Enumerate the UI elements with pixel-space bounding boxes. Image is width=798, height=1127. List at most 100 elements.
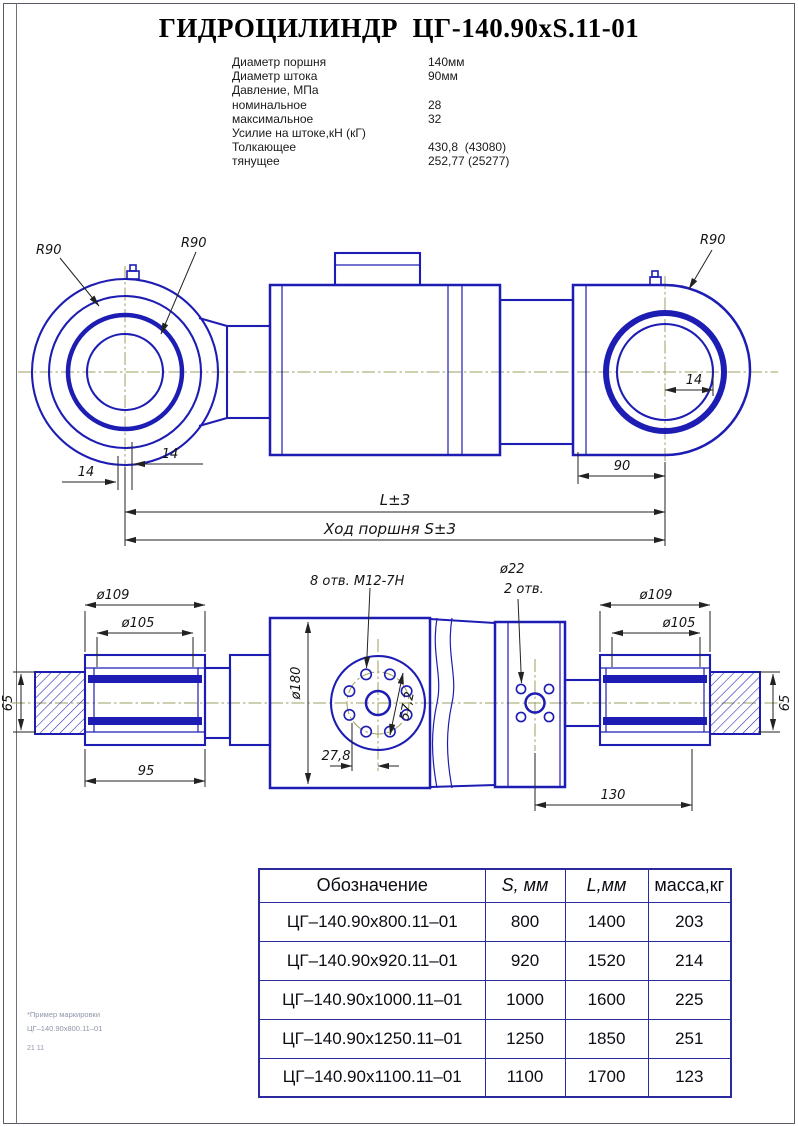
dimensions-bottom-view: 65 ø109 ø105 ø180 8 отв. М12-7Н 57,2 27,… (1, 562, 793, 811)
dim-57-2: 57,2 (397, 691, 418, 722)
spec-label: тянущее (232, 154, 280, 169)
port-block (333, 251, 422, 287)
cell-length: 1400 (564, 901, 649, 942)
dim-95: 95 (138, 764, 155, 779)
size-table: Обозначение S, мм L,мм масса,кг ЦГ–140.9… (258, 868, 732, 1098)
note-line-3: 21 11 (27, 1044, 44, 1052)
rod-shaft-right (709, 671, 761, 735)
dim-14-mid: 14 (162, 447, 179, 462)
spec-value: 140мм (428, 55, 465, 69)
label-port-holes: 2 отв. (504, 582, 544, 597)
spec-list: Диаметр поршня 140мм Диаметр штока 90мм Да… (232, 55, 509, 169)
spec-label: Давление, МПа (232, 83, 319, 98)
cell-length: 1700 (564, 1057, 649, 1098)
spec-row: номинальное 28 (232, 98, 509, 112)
cell-designation: ЦГ–140.90х920.11–01 (258, 940, 486, 981)
cylinder-section-view: 65 ø109 ø105 ø180 8 отв. М12-7Н 57,2 27,… (1, 562, 793, 811)
spec-value: 32 (428, 111, 442, 126)
spec-row: тянущее 252,77 (25277) (232, 154, 509, 168)
table-row: ЦГ–140.90х1000.11–01 1000 1600 225 (258, 979, 732, 1020)
dim-27-8: 27,8 (322, 749, 351, 764)
spec-value: 90мм (428, 69, 458, 84)
dim-dia109-left: ø109 (96, 588, 130, 603)
left-rod-eye (30, 277, 220, 467)
cell-mass: 251 (647, 1018, 732, 1059)
dim-stroke: Ход поршня S±3 (323, 520, 456, 538)
table-row: ЦГ–140.90х1100.11–01 1100 1700 123 (258, 1057, 732, 1098)
dim-65-right: 65 (778, 695, 793, 712)
cell-mass: 225 (647, 979, 732, 1020)
grease-nipple-left (126, 264, 140, 280)
cell-length: 1520 (564, 940, 649, 981)
sheet-border-inner-left (16, 3, 17, 1124)
table-header-row: Обозначение S, мм L,мм масса,кг (258, 868, 732, 903)
cell-stroke: 800 (484, 901, 566, 942)
spec-row: Диаметр поршня 140мм (232, 55, 509, 69)
dim-length: L±3 (380, 491, 410, 509)
centerlines (12, 639, 782, 771)
dim-r90-mid: R90 (181, 236, 207, 251)
table-row: ЦГ–140.90х1250.11–01 1250 1850 251 (258, 1018, 732, 1059)
cylinder-barrel (268, 283, 502, 457)
dim-dia105-left: ø105 (121, 616, 155, 631)
label-flange-holes: 8 отв. М12-7Н (310, 574, 405, 589)
port-flange-block (493, 620, 567, 789)
spec-row: Усилие на штоке,кН (кГ) (232, 126, 509, 140)
cell-stroke: 1000 (484, 979, 566, 1020)
spec-label: Усилие на штоке,кН (кГ) (232, 126, 366, 141)
dim-90: 90 (614, 459, 631, 474)
cell-length: 1850 (564, 1018, 649, 1059)
gland-collar-right (598, 653, 712, 747)
right-eye-housing (571, 283, 752, 457)
spec-label: Диаметр штока (232, 69, 318, 84)
cell-stroke: 920 (484, 940, 566, 981)
col-header-mass: масса,кг (647, 868, 732, 903)
col-header-stroke: S, мм (484, 868, 566, 903)
spec-label: номинальное (232, 97, 307, 112)
spec-label: Диаметр поршня (232, 55, 327, 69)
dimensions-top-view: R90 R90 R90 14 14 14 90 L±3 Ход поршня S… (36, 233, 726, 546)
dim-130: 130 (601, 788, 626, 803)
rod-shaft-left (34, 671, 86, 735)
rod-step (203, 653, 272, 747)
grease-nipple-right (649, 270, 662, 286)
note-line-1: *Пример маркировки (27, 1010, 101, 1019)
page-title: ГИДРОЦИЛИНДР ЦГ-140.90xS.11-01 (158, 13, 640, 43)
dim-14-left: 14 (78, 465, 95, 480)
spec-row: Давление, МПа (232, 83, 509, 97)
cell-stroke: 1100 (484, 1057, 566, 1098)
spec-value: 252,77 (25277) (428, 154, 510, 169)
spec-value: 28 (428, 97, 442, 112)
cell-designation: ЦГ–140.90х1250.11–01 (258, 1018, 486, 1059)
table-row: ЦГ–140.90х800.11–01 800 1400 203 (258, 901, 732, 942)
dim-65-left: 65 (1, 695, 16, 712)
col-header-designation: Обозначение (258, 868, 486, 903)
dim-dia109-right: ø109 (639, 588, 673, 603)
spec-row: Диаметр штока 90мм (232, 69, 509, 83)
cylinder-body-section (268, 616, 496, 790)
cell-stroke: 1250 (484, 1018, 566, 1059)
dim-dia105-right: ø105 (662, 616, 696, 631)
dim-dia180: ø180 (289, 667, 304, 701)
col-header-length: L,мм (564, 868, 649, 903)
table-row: ЦГ–140.90х920.11–01 920 1520 214 (258, 940, 732, 981)
note-line-2: ЦГ–140.90х800.11–01 (27, 1024, 103, 1034)
spec-row: Толкающее 430,8 (43080) (232, 140, 509, 154)
spec-value: 430,8 (43080) (428, 140, 507, 155)
cylinder-side-view: R90 R90 R90 14 14 14 90 L±3 Ход поршня S… (18, 233, 778, 546)
cell-mass: 214 (647, 940, 732, 981)
cell-length: 1600 (564, 979, 649, 1020)
cell-designation: ЦГ–140.90х800.11–01 (258, 901, 486, 942)
cell-mass: 123 (647, 1057, 732, 1098)
cell-designation: ЦГ–140.90х1100.11–01 (258, 1057, 486, 1098)
dim-r90-right: R90 (700, 233, 726, 248)
cell-mass: 203 (647, 901, 732, 942)
spec-label: Толкающее (232, 140, 297, 155)
spec-label: максимальное (232, 111, 314, 126)
dim-14-right: 14 (686, 373, 703, 388)
spec-row: максимальное 32 (232, 112, 509, 126)
marking-example-note: *Пример маркировки ЦГ–140.90х800.11–01 2… (27, 1008, 102, 1055)
dim-r90-left: R90 (36, 243, 62, 258)
gland-collar-left (83, 653, 207, 747)
